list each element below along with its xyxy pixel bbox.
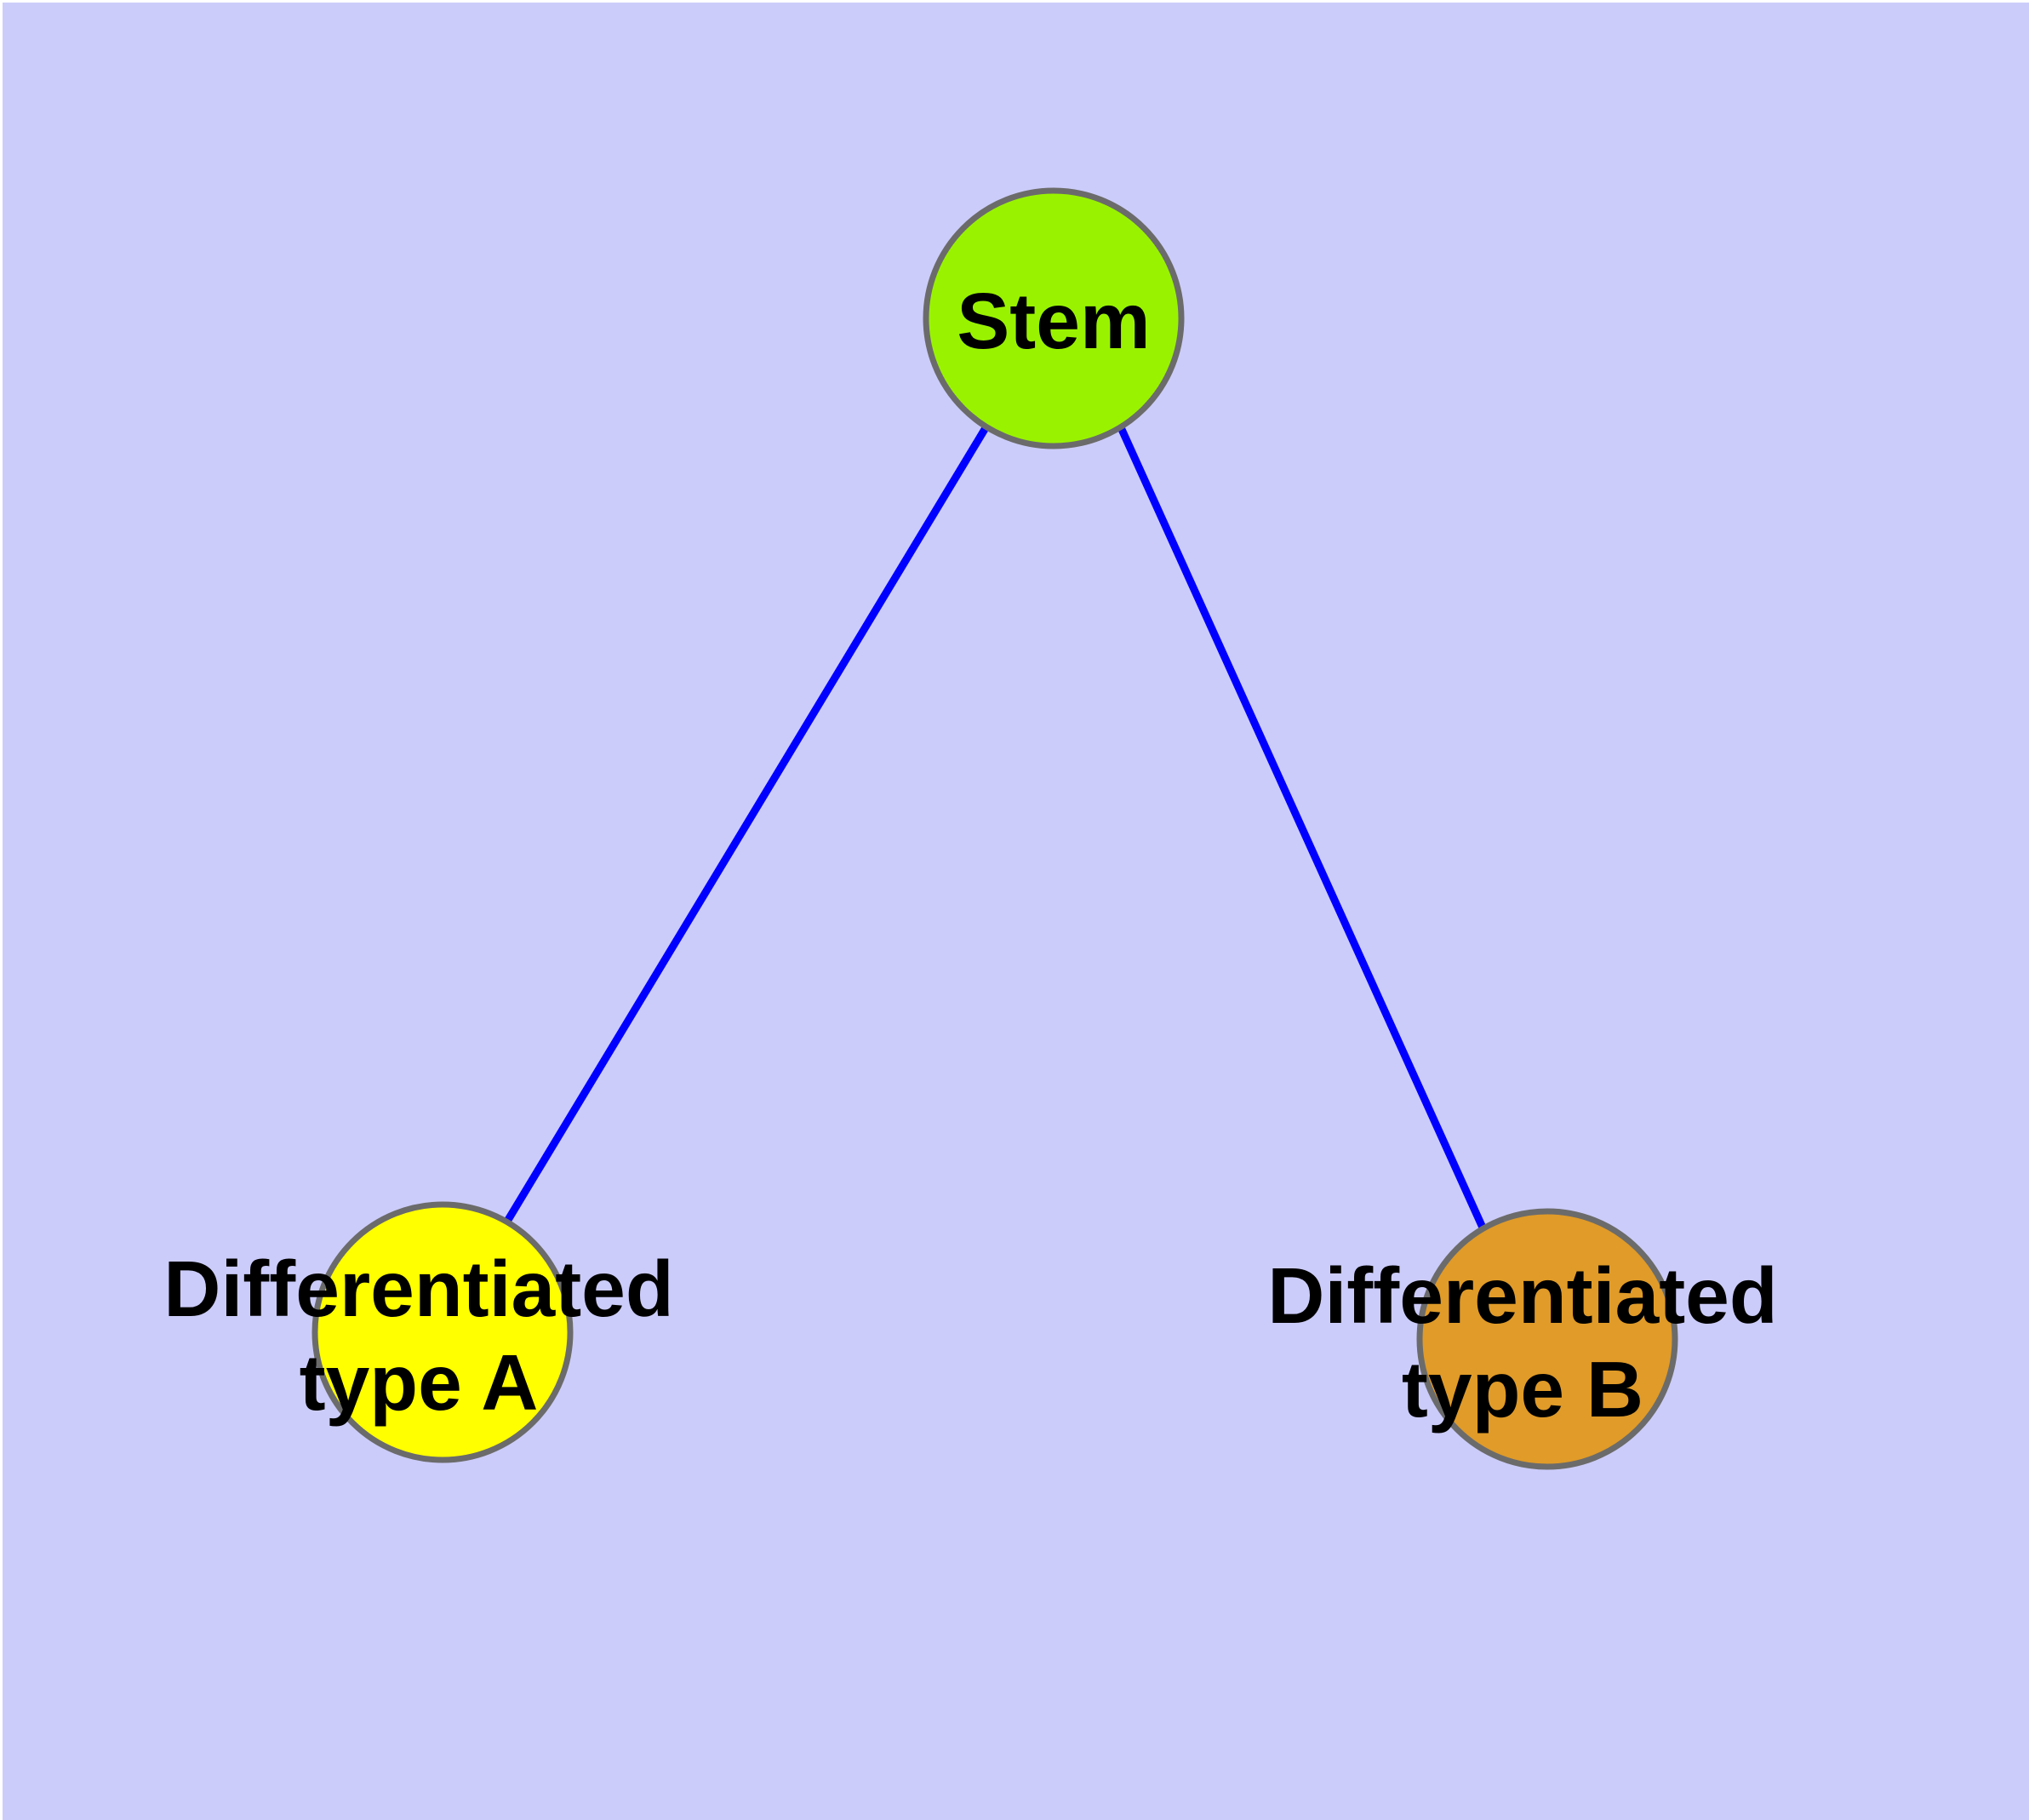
- node-differentiated-type-a-label-line1: Differentiated: [163, 1245, 673, 1333]
- node-stem-label: Stem: [957, 277, 1150, 365]
- node-differentiated-type-b-label-line1: Differentiated: [1267, 1251, 1777, 1340]
- node-differentiated-type-b-label-line2: type B: [1402, 1345, 1643, 1434]
- node-differentiated-type-a-label-line2: type A: [300, 1338, 539, 1427]
- node-group: Stem Differentiated type A Differentiate…: [163, 187, 1778, 1470]
- node-differentiated-type-a-circle[interactable]: [311, 1201, 574, 1463]
- node-stem[interactable]: Stem: [923, 187, 1185, 449]
- edge-group: [505, 424, 1487, 1229]
- node-differentiated-type-b-circle[interactable]: [1416, 1208, 1678, 1470]
- edge-stem-to-differentiated-a[interactable]: [505, 424, 990, 1222]
- edge-stem-to-differentiated-b[interactable]: [1116, 424, 1487, 1229]
- node-differentiated-type-b[interactable]: Differentiated type B: [1267, 1208, 1778, 1470]
- node-stem-circle[interactable]: [923, 187, 1185, 449]
- node-differentiated-type-a[interactable]: Differentiated type A: [163, 1201, 674, 1463]
